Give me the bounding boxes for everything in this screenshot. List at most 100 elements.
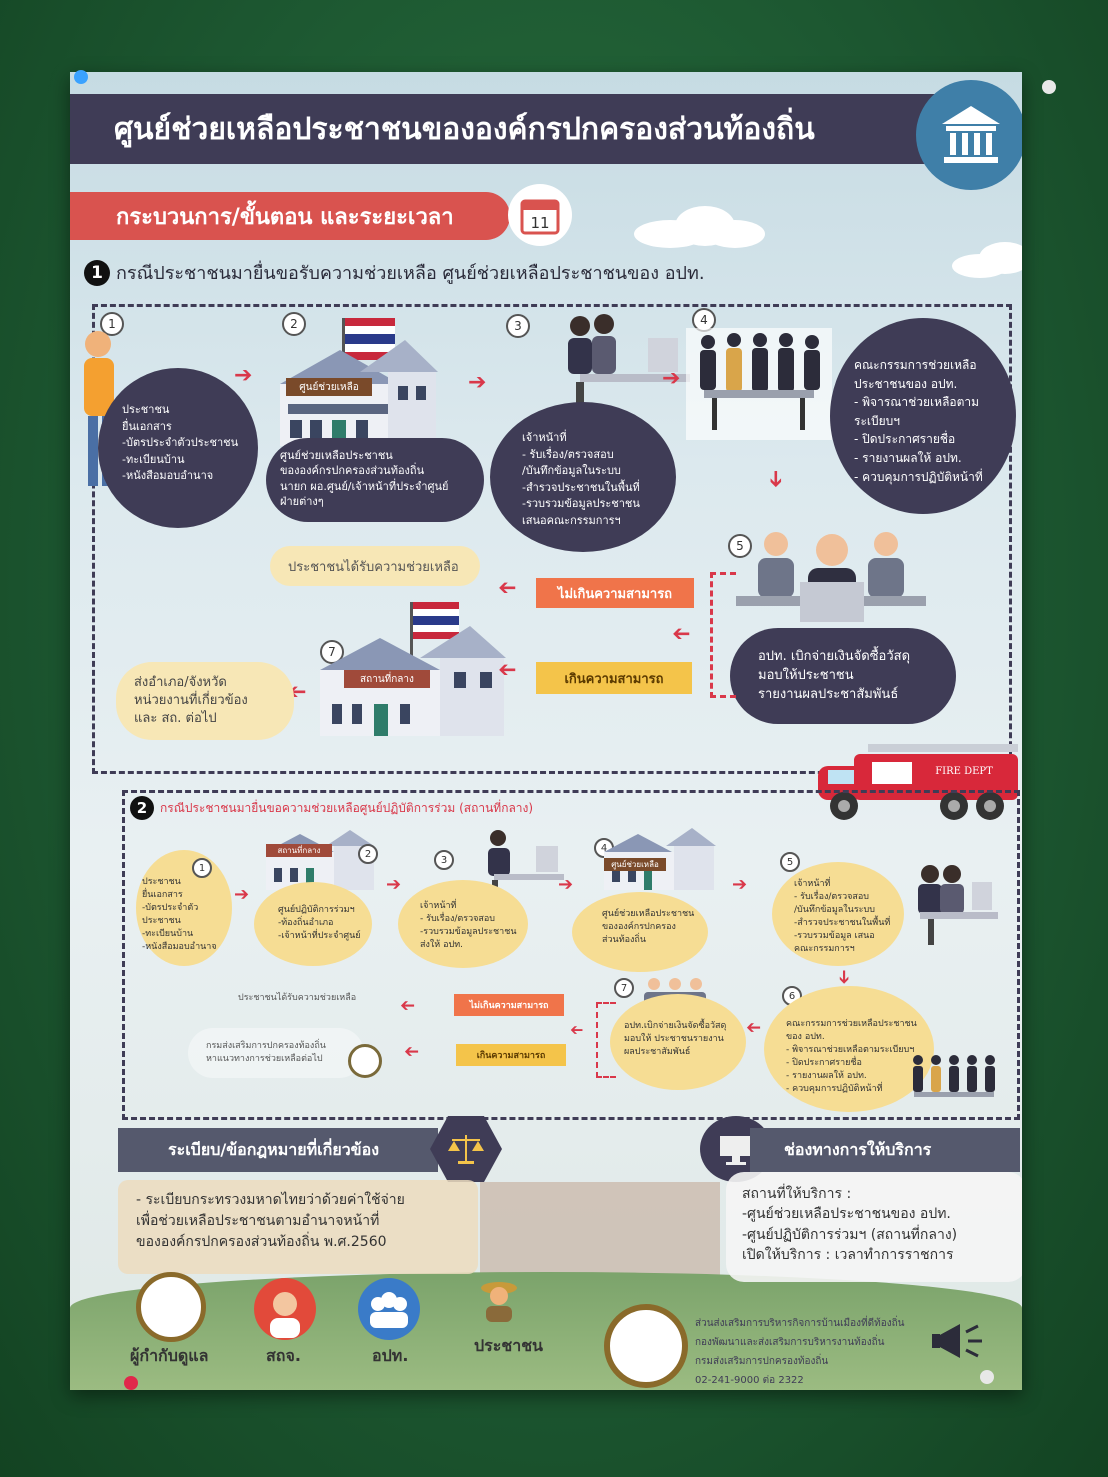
b4-line: ศูนย์ช่วยเหลือประชาชน	[602, 909, 695, 919]
center-line: ฝ่ายต่างๆ	[280, 495, 324, 509]
officer-line: เสนอคณะกรรมการฯ	[522, 513, 621, 527]
case1-within-tag: ไม่เกินความสามารถ	[536, 578, 694, 608]
push-pin-icon	[124, 1376, 138, 1390]
b5-line: - รับเรื่อง/ตรวจสอบ	[794, 892, 870, 903]
arrow-right-icon: ➔	[558, 874, 574, 895]
b5-line: -รวบรวมข้อมูล เสนอ	[794, 931, 875, 942]
b7-line: ผลประชาสัมพันธ์	[624, 1047, 691, 1058]
service-line: -ศูนย์ช่วยเหลือประชาชนของ อปท.	[742, 1206, 951, 1223]
forward-line: และ สถ. ต่อไป	[134, 711, 217, 727]
committee-line: - ควบคุมการปฏิบัติหน้าที่	[854, 469, 983, 484]
case2-within-tag: ไม่เกินความสามารถ	[454, 994, 564, 1016]
case1-received-pill: ประชาชนได้รับความช่วยเหลือ	[270, 546, 480, 586]
arrow-left-icon: ➔	[498, 575, 517, 600]
cloud-icon	[952, 242, 1022, 278]
government-building-icon	[916, 80, 1022, 190]
case2-forward-pill: กรมส่งเสริมการปกครองท้องถิ่น หาแนวทางการ…	[188, 1028, 364, 1078]
disburse-line: รายงานผลประชาสัมพันธ์	[758, 686, 899, 702]
case2-step-7: 7	[614, 978, 634, 998]
footer-info-line: กองพัฒนาและส่งเสริมการบริหารงานท้องถิ่น	[695, 1337, 885, 1348]
fire-truck-icon: FIRE DEPT	[818, 744, 1018, 820]
case1-step-2: 2	[282, 312, 306, 336]
case2-step-1: 1	[192, 858, 212, 878]
b6-line: คณะกรรมการช่วยเหลือประชาชน	[786, 1019, 917, 1029]
arrow-right-icon: ➔	[732, 874, 748, 895]
case2-help-center-sign: ศูนย์ช่วยเหลือ	[604, 858, 666, 871]
help-center-sign: ศูนย์ช่วยเหลือ	[286, 378, 372, 396]
case2-citizen-bubble: ประชาชน ยื่นเอกสาร -บัตรประจำตัว ประชาชน…	[136, 850, 232, 966]
case2-b7-bubble: อปท.เบิกจ่ายเงินจัดซื้อวัสดุ มอบให้ ประช…	[610, 994, 746, 1090]
case2-central-sign: สถานที่กลาง	[266, 844, 332, 857]
citizen-line: ประชาชน	[122, 403, 170, 416]
arrow-right-icon: ➔	[468, 370, 487, 395]
case2-box	[122, 790, 1020, 1120]
cloud-icon	[634, 206, 765, 248]
citizen-line: -บัตรประจำตัวประชาชน	[122, 436, 239, 449]
center-line: ศูนย์ช่วยเหลือประชาชน	[280, 449, 393, 462]
scales-of-justice-icon	[430, 1116, 502, 1182]
provincial-officer-avatar-icon	[254, 1278, 316, 1340]
forward-line: กรมส่งเสริมการปกครองท้องถิ่น	[206, 1041, 326, 1052]
b6-line: - ปิดประกาศรายชื่อ	[786, 1058, 862, 1069]
officer-line: -สำรวจประชาชนในพื้นที่	[522, 480, 640, 494]
committee-line: - รายงานผลให้ อปท.	[854, 450, 962, 465]
citizen-line: ยื่นเอกสาร	[122, 419, 172, 433]
arrow-left-icon: ➔	[404, 1041, 420, 1062]
decision-bracket	[710, 572, 736, 698]
b6-line: - พิจารณาช่วยเหลือตามระเบียบฯ	[786, 1045, 915, 1056]
case1-step-5: 5	[728, 534, 752, 558]
committee-line: คณะกรรมการช่วยเหลือ	[854, 358, 977, 372]
footer-info-line: กรมส่งเสริมการปกครองท้องถิ่น	[695, 1356, 829, 1367]
disburse-line: อปท. เบิกจ่ายเงินจัดซื้อวัสดุ	[758, 649, 911, 664]
footer-phone: 02-241-9000 ต่อ 2322	[695, 1375, 804, 1386]
committee-meeting-icon	[686, 328, 832, 440]
b5-line: -สำรวจประชาชนในพื้นที่	[794, 918, 891, 929]
case2-number: 2	[130, 796, 154, 820]
b7-line: อปท.เบิกจ่ายเงินจัดซื้อวัสดุ	[624, 1021, 727, 1031]
role-supervisor: ผู้กำกับดูแล	[130, 1346, 209, 1365]
arrow-left-icon: ➔	[672, 621, 691, 646]
arrow-left-icon: ➔	[746, 1017, 762, 1038]
officer-line: /บันทึกข้อมูลในระบบ	[522, 464, 621, 477]
citizen-farmer-icon	[481, 1282, 517, 1322]
committee-line: ประชาชนของ อปท.	[854, 376, 958, 391]
service-line: เปิดให้บริการ : เวลาทำการราชการ	[742, 1246, 954, 1263]
officer-at-desk-icon	[488, 830, 564, 894]
case2-title: 2 กรณีประชาชนมายื่นขอความช่วยเหลือศูนย์ป…	[130, 796, 533, 820]
supervisor-seal-icon	[136, 1272, 206, 1342]
b3-line: - รับเรื่อง/ตรวจสอบ	[420, 914, 496, 925]
officer-line: -รวบรวมข้อมูลประชาชน	[522, 497, 640, 510]
case2-received-pill: ประชาชนได้รับความช่วยเหลือ	[238, 993, 357, 1003]
arrow-right-icon: ➔	[386, 874, 402, 895]
case2-decision-bracket	[596, 1002, 616, 1078]
case1-center-bubble: ศูนย์ช่วยเหลือประชาชน ขององค์กรปกครองส่ว…	[266, 438, 484, 522]
b5-line: เจ้าหน้าที่	[794, 879, 831, 889]
service-line: -ศูนย์ปฏิบัติการร่วมฯ (สถานที่กลาง)	[742, 1226, 958, 1243]
b2-line: -ท้องถิ่นอำเภอ	[278, 918, 334, 929]
b6-line: - รายงานผลให้ อปท.	[786, 1071, 867, 1082]
case1-officer-bubble: เจ้าหน้าที่ - รับเรื่อง/ตรวจสอบ /บันทึกข…	[490, 402, 676, 552]
arrow-down-icon: ➔	[833, 969, 855, 985]
arrow-left-icon: ➔	[570, 1021, 584, 1040]
b7-line: มอบให้ ประชาชนรายงาน	[624, 1034, 724, 1045]
case1-step-1: 1	[100, 312, 124, 336]
b2-line: -เจ้าหน้าที่ประจำศูนย์	[278, 931, 361, 942]
case2-step-3: 3	[434, 850, 454, 870]
b1-line: -ทะเบียนบ้าน	[142, 929, 194, 940]
b1-line: -หนังสือมอบอำนาจ	[142, 942, 217, 953]
regulation-line: ขององค์กรปกครองส่วนท้องถิ่น พ.ศ.2560	[136, 1234, 387, 1250]
regulations-box: - ระเบียบกระทรวงมหาดไทยว่าด้วยค่าใช้จ่าย…	[118, 1180, 478, 1274]
case2-b5-bubble: เจ้าหน้าที่ - รับเรื่อง/ตรวจสอบ /บันทึกข…	[772, 862, 904, 966]
b2-line: ศูนย์ปฏิบัติการร่วมฯ	[278, 905, 355, 915]
service-line: สถานที่ให้บริการ :	[742, 1186, 852, 1202]
b4-line: ส่วนท้องถิ่น	[602, 935, 647, 946]
b6-line: - ควบคุมการปฏิบัติหน้าที่	[786, 1084, 883, 1095]
b5-line: /บันทึกข้อมูลในระบบ	[794, 905, 875, 916]
b1-line: -บัตรประจำตัว	[142, 903, 199, 914]
b6-line: ของ อปท.	[786, 1032, 825, 1043]
case1-forward-pill: ส่งอำเภอ/จังหวัด หน่วยงานที่เกี่ยวข้อง แ…	[116, 662, 294, 740]
regulation-line: - ระเบียบกระทรวงมหาดไทยว่าด้วยค่าใช้จ่าย	[136, 1192, 405, 1208]
citizen-line: -หนังสือมอบอำนาจ	[122, 469, 214, 482]
case1-number: 1	[84, 259, 110, 286]
officers-at-desk-icon	[568, 314, 690, 412]
